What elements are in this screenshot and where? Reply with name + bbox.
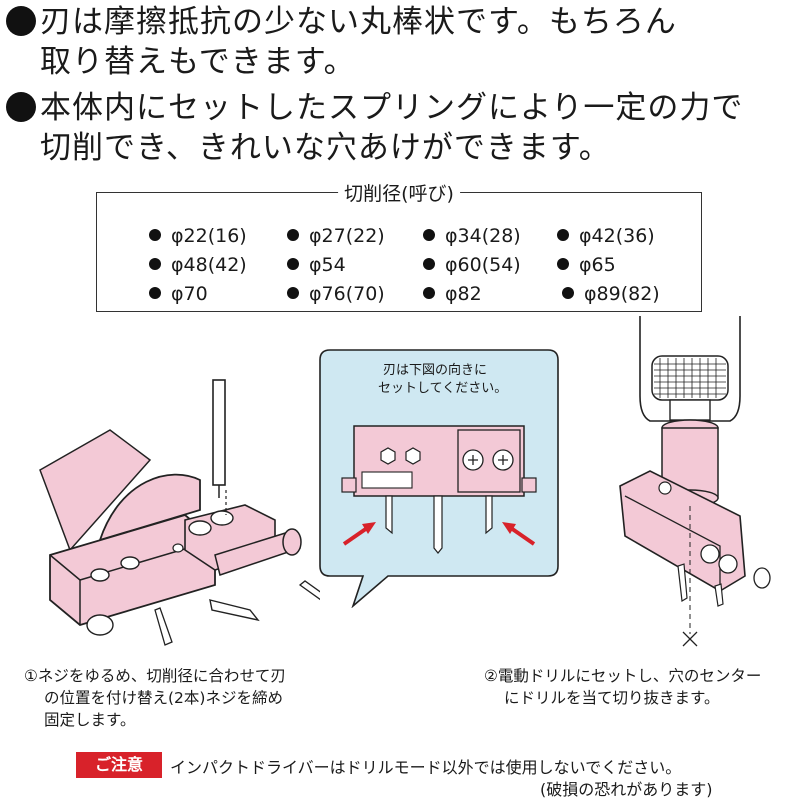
bullet-1-line1: 刃は摩擦抵抗の少ない丸棒状です。もちろん bbox=[40, 4, 677, 40]
caption-right-line2: にドリルを当て切り抜きます。 bbox=[504, 689, 720, 707]
bullet-1-line2: 取り替えもできます。 bbox=[40, 44, 356, 80]
caption-left-line3: 固定します。 bbox=[44, 711, 136, 729]
size-item: φ22(16) bbox=[149, 225, 247, 247]
size-item: φ82 bbox=[423, 283, 482, 305]
dot-icon bbox=[287, 287, 299, 299]
caption-left-line2: の位置を付け替え(2本)ネジを締め bbox=[44, 689, 283, 707]
dot-icon bbox=[423, 229, 435, 241]
caption-left: ①ネジをゆるめ、切削径に合わせて刃 の位置を付け替え(2本)ネジを締め 固定しま… bbox=[24, 665, 286, 731]
dot-icon bbox=[287, 229, 299, 241]
size-item: φ48(42) bbox=[149, 254, 247, 276]
size-item: φ27(22) bbox=[287, 225, 385, 247]
blade-orientation-bubble bbox=[319, 349, 559, 608]
size-item: φ42(36) bbox=[557, 225, 655, 247]
size-item: φ54 bbox=[287, 254, 346, 276]
size-item: φ70 bbox=[149, 283, 208, 305]
bullet-2: 本体内にセットしたスプリングにより一定の力で 切削でき、きれいな穴あけができます… bbox=[6, 88, 743, 168]
size-item: φ89(82) bbox=[562, 283, 660, 305]
dot-icon bbox=[149, 229, 161, 241]
dot-icon bbox=[423, 287, 435, 299]
dot-icon bbox=[287, 258, 299, 270]
caption-left-line1: ①ネジをゆるめ、切削径に合わせて刃 bbox=[24, 667, 286, 685]
dot-icon bbox=[557, 258, 569, 270]
size-item: φ34(28) bbox=[423, 225, 521, 247]
size-item: φ76(70) bbox=[287, 283, 385, 305]
bubble-text-line2: セットしてください。 bbox=[378, 381, 508, 396]
dot-icon bbox=[149, 287, 161, 299]
size-item: φ60(54) bbox=[423, 254, 521, 276]
bullet-2-line2: 切削でき、きれいな穴あけができます。 bbox=[40, 130, 611, 166]
cutting-diameter-box: 切削径(呼び) φ22(16) φ27(22) φ34(28) φ42(36) … bbox=[96, 179, 702, 312]
caution-subtext: (破損の恐れがあります) bbox=[540, 780, 713, 799]
bullet-2-line1: 本体内にセットしたスプリングにより一定の力で bbox=[40, 90, 744, 126]
dot-icon bbox=[149, 258, 161, 270]
bullet-dot-icon bbox=[6, 92, 36, 122]
dot-icon bbox=[423, 258, 435, 270]
caution-badge: ご注意 bbox=[76, 752, 162, 778]
cutter-adjust-illustration bbox=[39, 379, 320, 646]
bubble-text-line1: 刃は下図の向きに bbox=[383, 363, 488, 378]
caution-text: インパクトドライバーはドリルモード以外では使用しないでください。 bbox=[170, 758, 682, 777]
bullet-dot-icon bbox=[6, 6, 36, 36]
caption-right-line1: ②電動ドリルにセットし、穴のセンター bbox=[484, 667, 762, 685]
drill-cutting-illustration bbox=[619, 316, 771, 647]
caption-right: ②電動ドリルにセットし、穴のセンター にドリルを当て切り抜きます。 bbox=[484, 665, 761, 709]
bullet-1: 刃は摩擦抵抗の少ない丸棒状です。もちろん 取り替えもできます。 bbox=[6, 2, 677, 82]
dot-icon bbox=[557, 229, 569, 241]
size-item: φ65 bbox=[557, 254, 616, 276]
dot-icon bbox=[562, 287, 574, 299]
cutting-diameter-title: 切削径(呼び) bbox=[338, 179, 460, 206]
